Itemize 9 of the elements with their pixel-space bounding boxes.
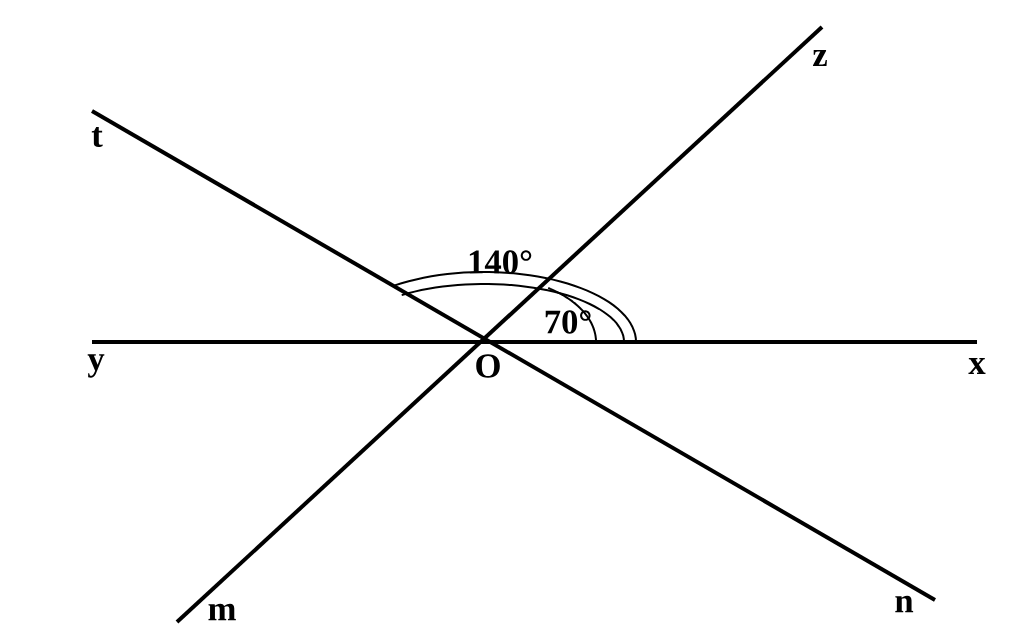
angle-label: 70° (545, 310, 591, 334)
point-label: t (91, 127, 103, 147)
point-label: z (813, 50, 827, 66)
point-label: y (87, 354, 105, 378)
point-label: n (895, 595, 914, 613)
point-label: x (968, 358, 986, 374)
angle-label: 140° (469, 250, 532, 274)
point-label: m (208, 603, 236, 621)
point-label: O (476, 354, 500, 378)
